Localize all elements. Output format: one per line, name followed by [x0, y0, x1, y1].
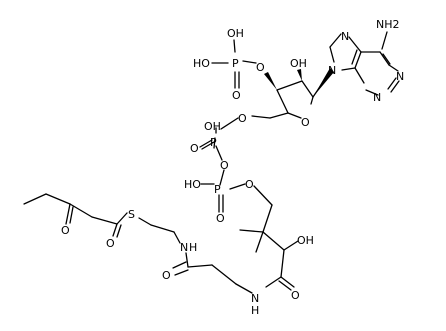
- label-n-adenine-4: N: [328, 64, 336, 77]
- label-o-p-alpha-double: O: [190, 142, 199, 155]
- label-n-amide-2: N: [180, 241, 188, 254]
- label-o-thioester: O: [106, 237, 115, 250]
- adenine-bonds: [329, 31, 400, 96]
- label-nh2: NH2: [376, 18, 400, 31]
- atom-labels: NH2 N N N N OH HO P O O OH O O OH P O O …: [61, 18, 404, 317]
- label-n-adenine-2: N: [396, 70, 404, 83]
- label-o-p-beta-link: O: [245, 178, 254, 191]
- label-n-adenine-3: N: [373, 91, 381, 104]
- label-o-bridge: O: [220, 159, 229, 172]
- pyrophosphate-bonds: [199, 117, 246, 213]
- label-oh-pantoate: OH: [297, 234, 314, 247]
- label-s-thioester: S: [128, 208, 135, 221]
- acyl-chain-bonds: [23, 193, 128, 238]
- label-p-3p: P: [232, 57, 239, 70]
- label-p-beta: P: [214, 183, 221, 196]
- phosphate-3-bonds: [211, 39, 257, 89]
- label-oh-3p-1: OH: [227, 27, 244, 40]
- ribose-bonds: [251, 68, 334, 119]
- label-o-amide-2: O: [162, 269, 171, 282]
- label-o-amide-1: O: [291, 289, 300, 302]
- label-o-keto: O: [61, 224, 70, 237]
- label-h-amide-2: H: [189, 241, 197, 254]
- label-oh-p-alpha: OH: [204, 120, 221, 133]
- label-o-p-beta-double: O: [216, 212, 225, 225]
- label-ho-p-beta: HO: [184, 178, 201, 191]
- label-o-3p-link: O: [256, 61, 265, 74]
- pantetheine-bonds: [138, 185, 299, 294]
- label-p-alpha: P: [210, 136, 217, 149]
- label-o-3p-double: O: [232, 89, 241, 102]
- label-oh-sugar: OH: [290, 57, 307, 70]
- label-n-adenine-1: N: [341, 30, 349, 43]
- label-o-5p: O: [238, 112, 247, 125]
- label-o-ring: O: [301, 116, 310, 129]
- label-h-amide-1: H: [251, 304, 259, 317]
- label-n-amide-1: N: [251, 292, 259, 305]
- label-oh-3p-2: HO: [193, 57, 210, 70]
